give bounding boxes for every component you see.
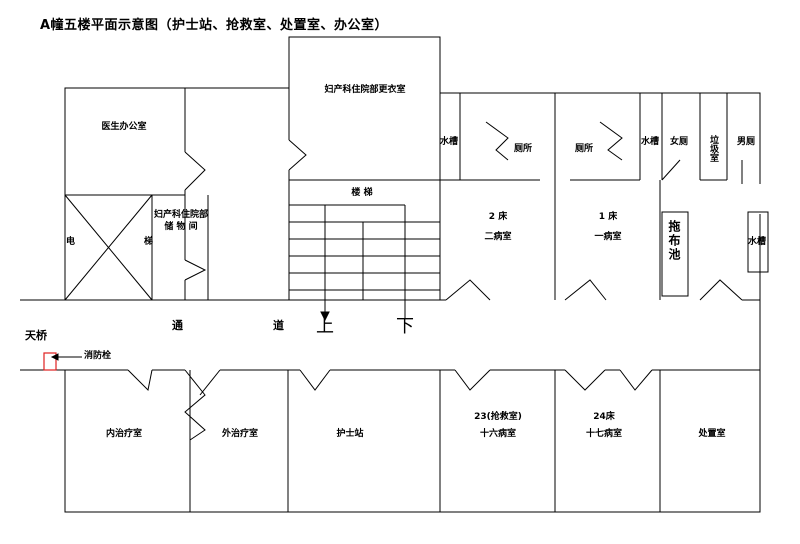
outer-wall-right-upper: [742, 214, 761, 301]
room-water-tank-1: 水槽: [440, 137, 459, 147]
outer-wall-top: [20, 36, 761, 301]
page-title: A幢五楼平面示意图（护士站、抢救室、处置室、办公室）: [40, 18, 389, 33]
room-doctor-office: 医生办公室: [101, 122, 147, 132]
room-ward1-bed: 1 床: [598, 212, 618, 222]
room-nurse-station: 护士站: [336, 429, 364, 439]
stairs-up-label: 上: [316, 316, 334, 337]
room-internal-treatment: 内治疗室: [105, 429, 143, 439]
room-garbage: 垃圾室: [708, 135, 718, 162]
room-ward1-name: 一病室: [594, 232, 622, 242]
room-ward17-bed: 24床: [593, 412, 615, 422]
fire-hydrant: [43, 352, 82, 371]
room-ward2-bed: 2 床: [488, 212, 508, 222]
bottom-outline: [64, 370, 761, 513]
bridge-label: 天桥: [25, 329, 47, 342]
walls: [20, 36, 769, 513]
room-ward16-bed: 23(抢救室): [474, 412, 522, 422]
hydrant-label: 消防栓: [84, 351, 112, 361]
room-mop-pool: 拖布池: [667, 220, 681, 262]
room-ward2-name: 二病室: [484, 232, 512, 242]
mop-pool-box: [661, 211, 689, 297]
elevator-shaft: [64, 194, 153, 301]
room-water-tank-3: 水槽: [748, 237, 767, 247]
room-water-tank-2: 水槽: [641, 137, 660, 147]
room-stairs: 楼 梯: [351, 188, 373, 198]
room-ward17-name: 十七病室: [585, 429, 623, 439]
outer-wall-right-lower: [660, 300, 761, 371]
room-storage-line2: 储 物 间: [164, 222, 198, 232]
watertank3-box: [747, 211, 769, 273]
room-external-treatment: 外治疗室: [221, 429, 259, 439]
room-elevator-left: 电: [66, 237, 76, 247]
room-elevator-right: 梯: [144, 237, 154, 247]
stair-treads: [289, 204, 440, 322]
door-swings: [127, 121, 743, 441]
room-disposal: 处置室: [698, 429, 726, 439]
room-storage-line1: 妇产科住院部: [153, 210, 209, 220]
room-ward16-name: 十六病室: [479, 429, 517, 439]
room-male-toilet: 男厕: [737, 137, 756, 147]
corridor-dao: 道: [273, 319, 284, 332]
room-female-toilet: 女厕: [670, 137, 689, 147]
stairs-down-label: 下: [396, 316, 414, 337]
room-changing: 妇产科住院部更衣室: [324, 85, 406, 95]
room-toilet-1: 厕所: [514, 144, 533, 154]
corridor-tong: 通: [172, 319, 183, 332]
room-toilet-2: 厕所: [575, 144, 594, 154]
